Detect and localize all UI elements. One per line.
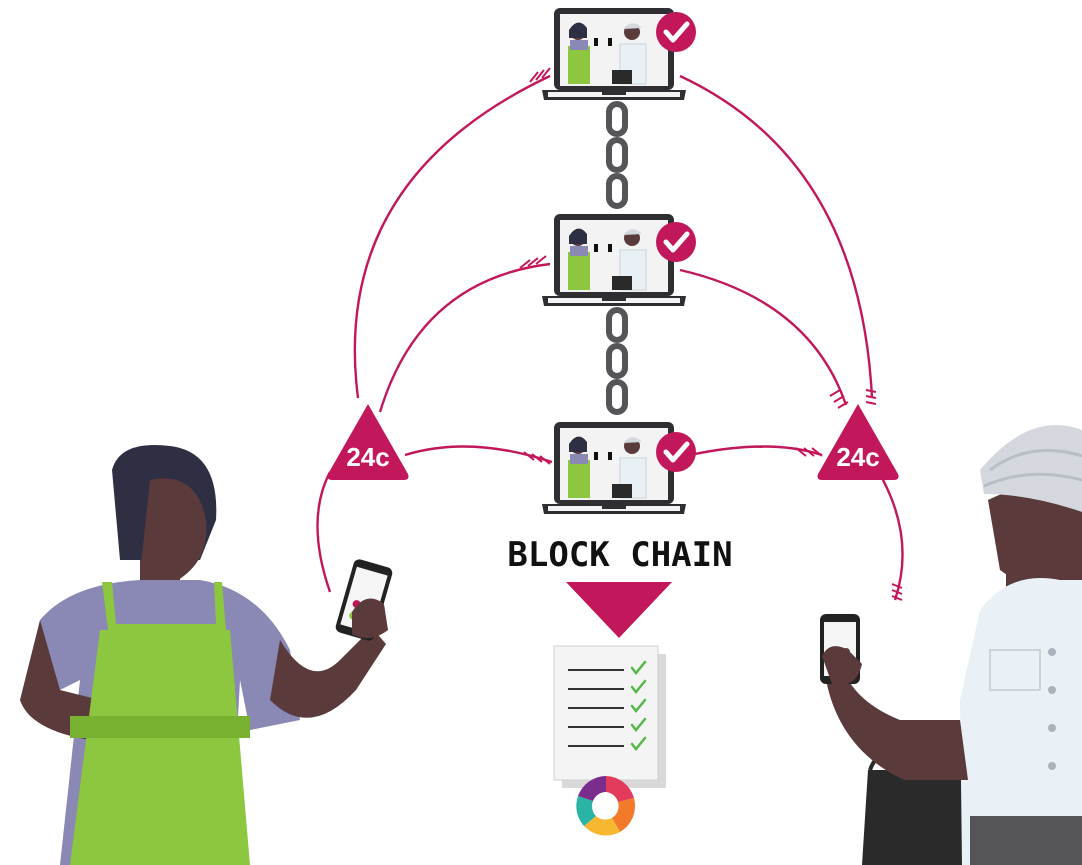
man-hand: [822, 646, 862, 686]
blockchain-caption: BLOCK CHAIN: [507, 535, 732, 575]
laptop-top: [541, 7, 696, 101]
arc-left-bottom: [404, 445, 553, 464]
chain-upper: [609, 104, 625, 206]
arc-left-middle: [378, 262, 551, 413]
man-farmer: [826, 425, 1082, 865]
arc-left-top: [353, 74, 551, 399]
token-label: 24c: [836, 442, 879, 472]
arc-right-middle: [679, 268, 848, 406]
laptop-bottom: [541, 421, 696, 515]
woman-farmer: [20, 445, 386, 865]
token-left: 24c: [327, 404, 409, 480]
laptop-middle: [541, 213, 696, 307]
arc-right-top: [679, 74, 874, 399]
down-arrow-icon: [566, 582, 672, 638]
token-label: 24c: [346, 442, 389, 472]
woman-hand: [352, 598, 388, 639]
ledger-document: [553, 645, 666, 788]
check-badge-icon: [656, 12, 696, 52]
arrow-tips: [519, 67, 903, 601]
check-badge-icon: [656, 222, 696, 262]
transaction-arcs: [316, 74, 904, 601]
token-right: 24c: [817, 404, 899, 480]
check-badge-icon: [656, 432, 696, 472]
chain-lower: [609, 310, 625, 412]
arc-left-phone: [316, 471, 332, 593]
check-icon: [630, 660, 647, 751]
arc-right-phone: [880, 477, 904, 601]
color-wheel-logo: [576, 776, 636, 836]
